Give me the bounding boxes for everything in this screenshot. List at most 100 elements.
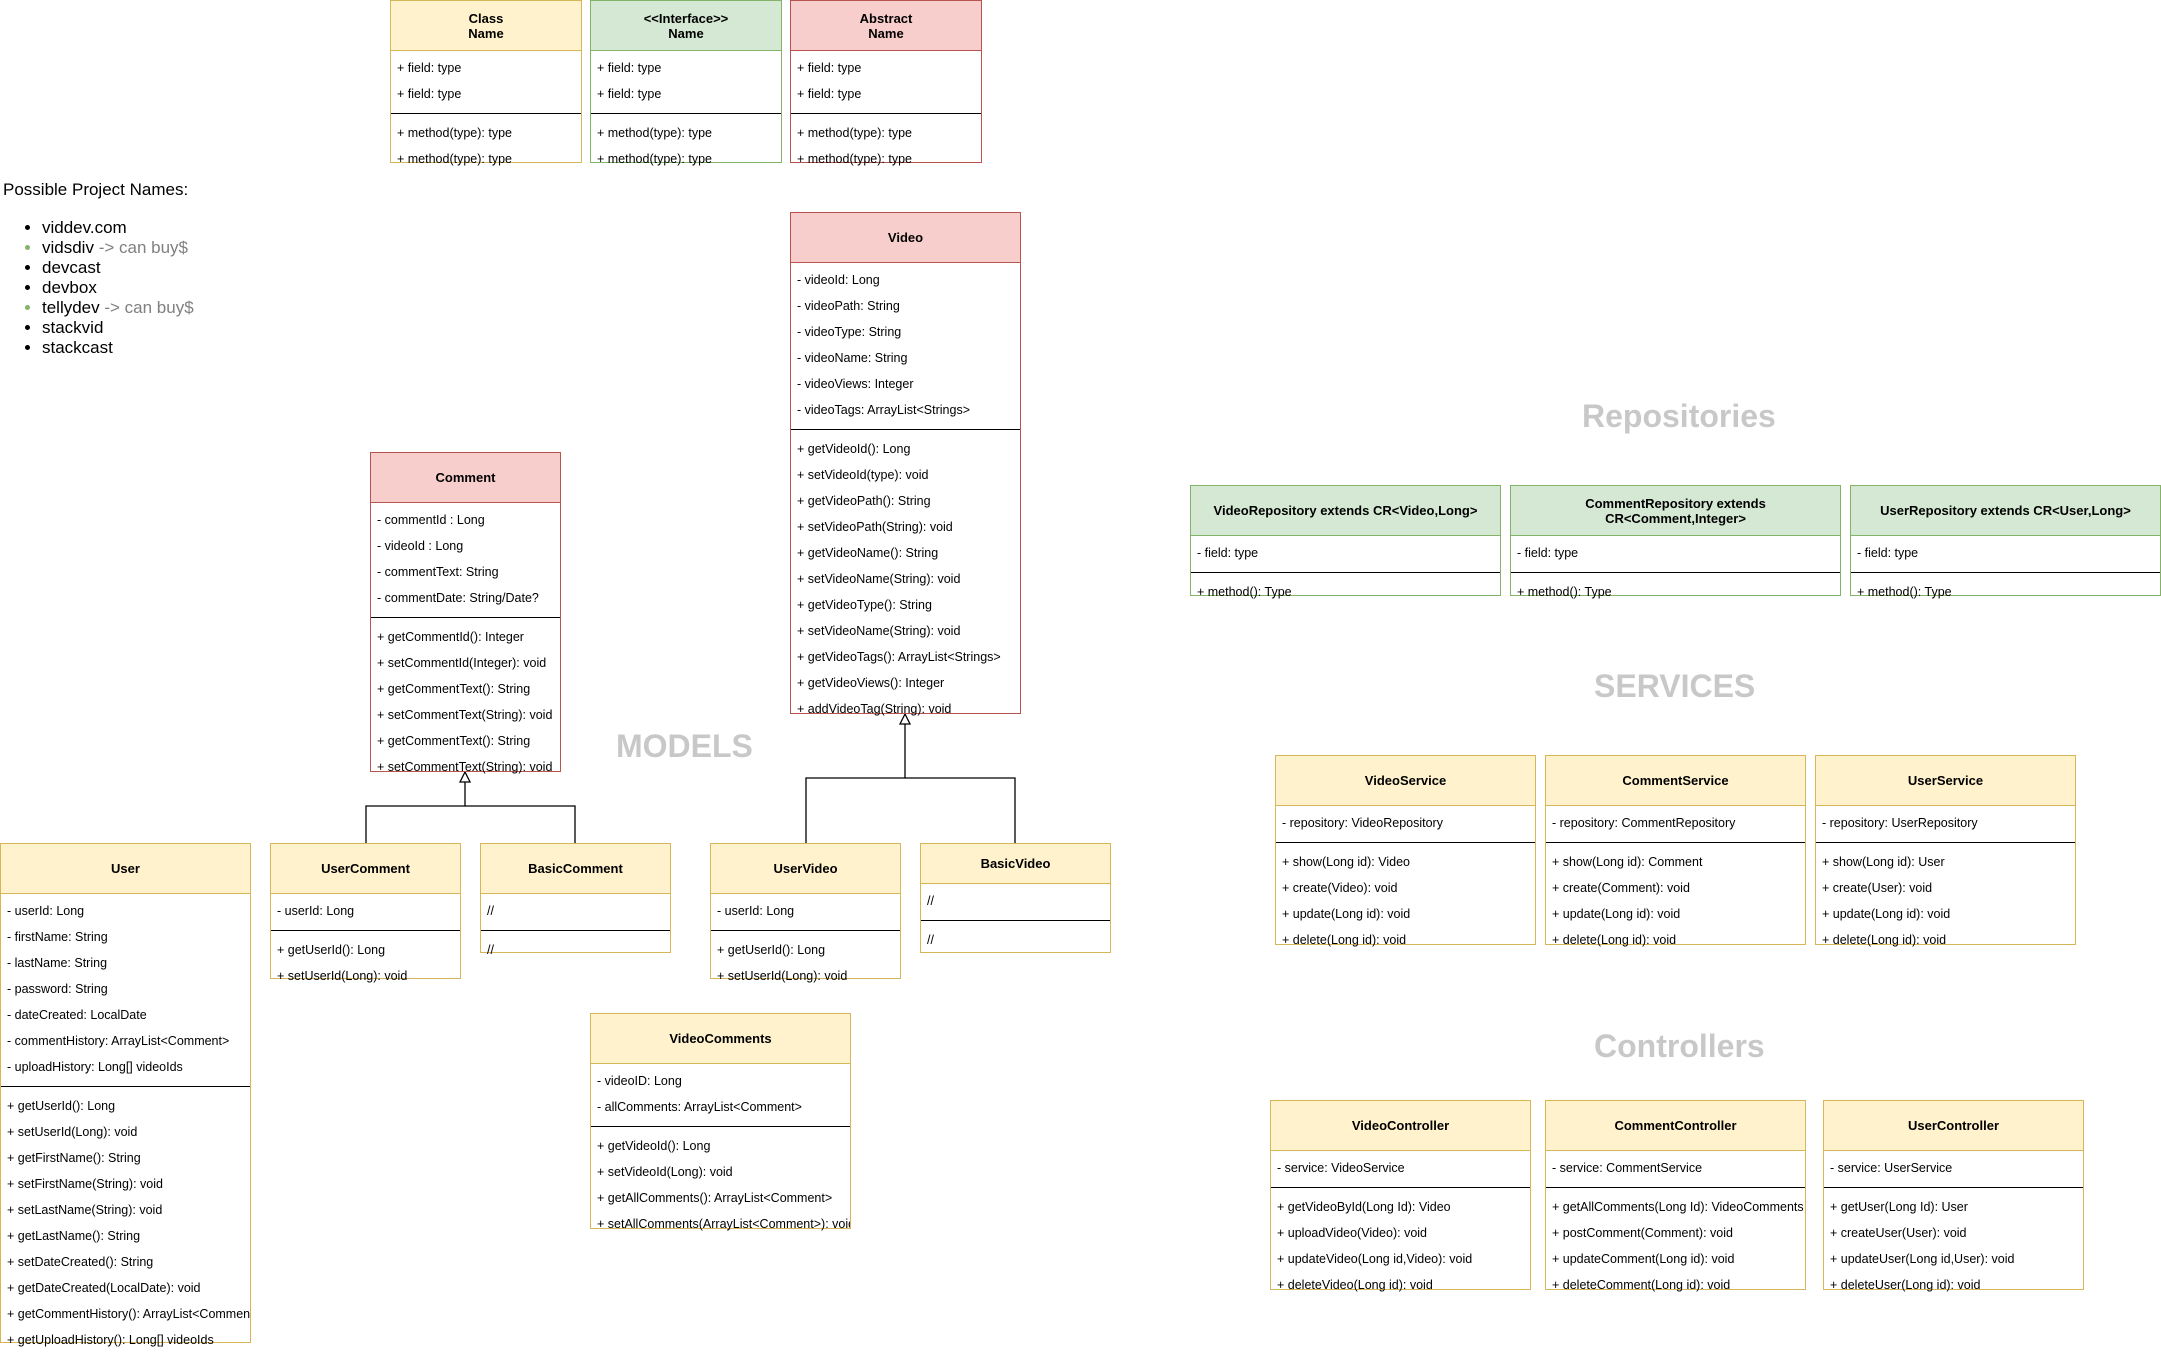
class-title: <<Interface>> Name — [591, 1, 781, 51]
class-method: + setAllComments(ArrayList<Comment>): vo… — [597, 1217, 850, 1231]
field-list: - userId: Long — [271, 894, 460, 928]
class-title: BasicVideo — [921, 844, 1110, 884]
class-comment-repository[interactable]: CommentRepository extends CR<Comment,Int… — [1510, 485, 1841, 599]
section-divider — [391, 113, 581, 114]
method-list: + getUserId(): Long+ setUserId(Long): vo… — [271, 933, 460, 993]
section-divider — [271, 930, 460, 931]
class-method: + updateUser(Long id,User): void — [1830, 1252, 2015, 1266]
class-video-service[interactable]: VideoService- repository: VideoRepositor… — [1275, 755, 1536, 947]
class-method: + getUserId(): Long — [717, 943, 826, 957]
class-video-repository[interactable]: VideoRepository extends CR<Video,Long>- … — [1190, 485, 1501, 599]
class-method: + show(Long id): Comment — [1552, 855, 1703, 869]
class-title: UserVideo — [711, 844, 900, 894]
project-names-title: Possible Project Names: — [3, 180, 189, 199]
class-field: + field: type — [597, 87, 662, 101]
class-field: - commentText: String — [377, 565, 499, 579]
field-list: - field: type — [1851, 536, 2160, 570]
class-user-service[interactable]: UserService- repository: UserRepository+… — [1815, 755, 2076, 947]
class-method: + getVideoTags(): ArrayList<Strings> — [797, 650, 1001, 664]
class-field: + field: type — [797, 87, 862, 101]
class-method: + method(): Type — [1517, 585, 1612, 599]
class-comment-controller[interactable]: CommentController- service: CommentServi… — [1545, 1100, 1806, 1292]
class-basic-comment[interactable]: BasicComment//// — [480, 843, 671, 957]
class-field: // — [487, 904, 494, 918]
class-method: + setVideoName(String): void — [797, 572, 961, 586]
class-video-comments[interactable]: VideoComments- videoID: Long- allComment… — [590, 1013, 851, 1231]
section-services: SERVICES — [1594, 668, 1756, 704]
class-field: - allComments: ArrayList<Comment> — [597, 1100, 802, 1114]
class-method: + postComment(Comment): void — [1552, 1226, 1733, 1240]
class-user-video[interactable]: UserVideo - userId: Long + getUserId(): Lo… — [710, 843, 901, 983]
class-method: + getUploadHistory(): Long[] videoIds — [7, 1333, 214, 1347]
class-method: + show(Long id): Video — [1282, 855, 1410, 869]
class-field: - userId: Long — [277, 904, 355, 918]
class-field: - repository: VideoRepository — [1282, 816, 1443, 830]
class-method: + method(): Type — [1197, 585, 1292, 599]
class-field: // — [927, 894, 934, 908]
section-divider — [371, 617, 560, 618]
class-field: + field: type — [597, 61, 662, 75]
class-title: Abstract Name — [791, 1, 981, 51]
class-method: + update(Long id): void — [1282, 907, 1411, 921]
section-divider — [1, 1086, 250, 1087]
class-method: + method(type): type — [797, 152, 912, 166]
method-list: + getUserId(): Long+ setUserId(Long): vo… — [711, 933, 900, 993]
class-user-controller[interactable]: UserController- service: UserService+ ge… — [1823, 1100, 2084, 1292]
section-divider — [591, 1126, 850, 1127]
section-divider — [1824, 1187, 2083, 1188]
class-user-repository[interactable]: UserRepository extends CR<User,Long>- fi… — [1850, 485, 2161, 599]
class-method: + getVideoById(Long Id): Video — [1277, 1200, 1451, 1214]
field-list: // — [921, 884, 1110, 918]
class-method: + method(type): type — [397, 152, 512, 166]
project-name-item: tellydev -> can buy$ — [42, 298, 194, 318]
class-title: Class Name — [391, 1, 581, 51]
class-video[interactable]: Video- videoId: Long- videoPath: String-… — [790, 212, 1021, 716]
class-method: + getAllComments(): ArrayList<Comment> — [597, 1191, 833, 1205]
class-method: + getVideoId(): Long — [797, 442, 911, 456]
class-method: + update(Long id): void — [1552, 907, 1681, 921]
legend-class-box[interactable]: Class Name+ field: type+ field: type+ me… — [390, 0, 582, 166]
field-list: - videoId: Long- videoPath: String- vide… — [791, 263, 1020, 427]
class-method: + setVideoName(String): void — [797, 624, 961, 638]
class-title: UserComment — [271, 844, 460, 894]
class-basic-video[interactable]: BasicVideo//// — [920, 843, 1111, 953]
class-method: + getUserId(): Long — [7, 1099, 116, 1113]
project-name-item: stackvid — [42, 318, 194, 338]
field-list: - userId: Long- firstName: String- lastN… — [1, 894, 250, 1084]
class-method: + getUser(Long Id): User — [1830, 1200, 1968, 1214]
class-user[interactable]: User- userId: Long- firstName: String- l… — [0, 843, 251, 1347]
class-method: + setUserId(Long): void — [7, 1125, 138, 1139]
class-method: + updateComment(Long id): void — [1552, 1252, 1735, 1266]
section-divider — [921, 920, 1110, 921]
class-method: + getVideoViews(): Integer — [797, 676, 945, 690]
section-models: MODELS — [616, 728, 753, 764]
field-list: - service: CommentService — [1546, 1151, 1805, 1185]
class-field: - field: type — [1197, 546, 1259, 560]
class-video-controller[interactable]: VideoController- service: VideoService+ … — [1270, 1100, 1531, 1292]
class-method: + deleteUser(Long id): void — [1830, 1278, 1981, 1292]
class-title: UserController — [1824, 1101, 2083, 1151]
class-method: + getFirstName(): String — [7, 1151, 141, 1165]
section-divider — [1816, 842, 2075, 843]
section-divider — [1546, 1187, 1805, 1188]
legend-interface-box[interactable]: <<Interface>> Name + field: type + field: … — [590, 0, 782, 166]
class-method: + setUserId(Long): void — [277, 969, 408, 983]
method-list: + getCommentId(): Integer+ setCommentId(… — [371, 620, 560, 784]
inheritance-usercomment-comment — [365, 772, 465, 843]
field-list: - service: VideoService — [1271, 1151, 1530, 1185]
section-divider — [1511, 572, 1840, 573]
class-user-comment[interactable]: UserComment- userId: Long+ getUserId(): … — [270, 843, 461, 983]
field-list: - commentId : Long- videoId : Long- comm… — [371, 503, 560, 615]
section-divider — [711, 930, 900, 931]
class-method: + show(Long id): User — [1822, 855, 1945, 869]
method-list: + method(): Type — [1511, 575, 1840, 609]
method-list: + method(type): type+ method(type): type — [791, 116, 981, 176]
legend-abstract-box[interactable]: Abstract Name+ field: type+ field: type+… — [790, 0, 982, 166]
class-comment[interactable]: Comment- commentId : Long- videoId : Lon… — [370, 452, 561, 774]
class-comment-service[interactable]: CommentService- repository: CommentRepos… — [1545, 755, 1806, 947]
class-field: - service: VideoService — [1277, 1161, 1405, 1175]
class-field: - userId: Long — [717, 904, 795, 918]
class-method: + getCommentText(): String — [377, 734, 531, 748]
section-divider — [481, 930, 670, 931]
